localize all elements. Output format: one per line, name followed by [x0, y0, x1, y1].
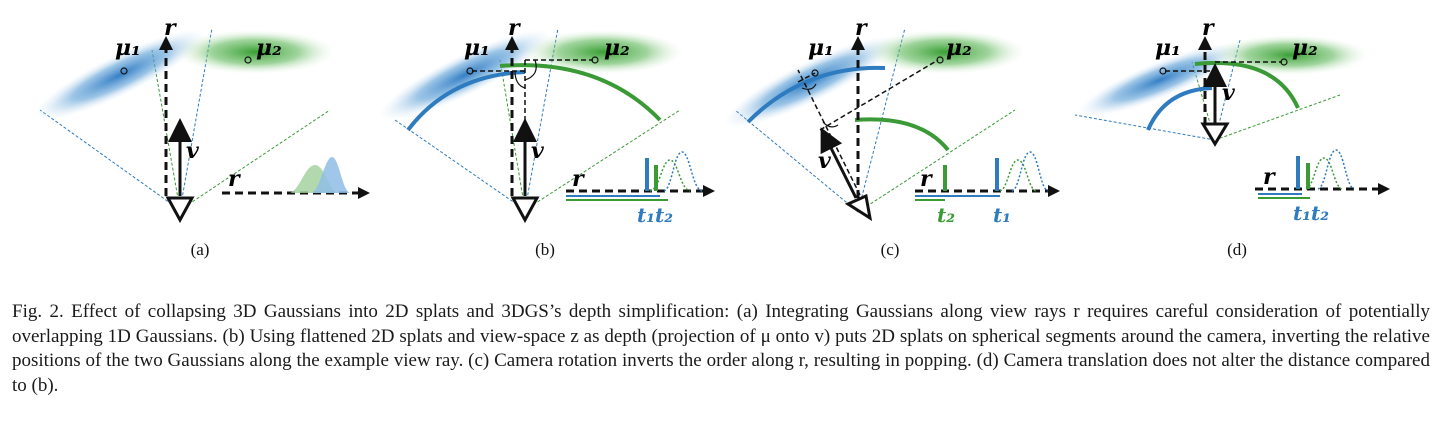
r-label-axis-b: r: [572, 166, 585, 192]
v-label-d: v: [1222, 80, 1235, 106]
figure-caption: Fig. 2. Effect of collapsing 3D Gaussian…: [12, 300, 1430, 398]
v-label-a: v: [186, 138, 199, 164]
mu1-label-c: μ₁: [808, 35, 834, 61]
mu2-label-d: μ₂: [1292, 35, 1318, 61]
panel-b: μ₁ μ₂ r v r t₁t₂: [379, 15, 715, 227]
panel-label-d: (d): [1227, 240, 1247, 259]
r-label-b: r: [508, 15, 521, 41]
mu1-label-a: μ₁: [115, 35, 141, 61]
mu1-label-d: μ₁: [1155, 35, 1181, 61]
r-label-d: r: [1202, 15, 1215, 41]
caption-text: Fig. 2. Effect of collapsing 3D Gaussian…: [12, 301, 1430, 396]
figure-diagram: μ₁ μ₂ r v r μ₁ μ₂ r v: [34, 15, 1390, 227]
panel-c: μ₁ μ₂ r v r t₂ t₁: [724, 15, 1060, 227]
gaussian-1: [34, 29, 206, 121]
t1t2-label-d: t₁t₂: [1293, 201, 1329, 225]
v-label-c: v: [818, 148, 831, 174]
t1-label-c: t₁: [993, 203, 1011, 227]
mu2-label-b: μ₂: [604, 35, 630, 61]
mu2-label-c: μ₂: [946, 35, 972, 61]
panel-d: μ₁ μ₂ r v r t₁t₂: [1074, 15, 1390, 225]
figure: μ₁ μ₂ r v r μ₁ μ₂ r v: [34, 15, 1390, 259]
panel-label-b: (b): [535, 240, 555, 259]
r-label-axis-d: r: [1263, 164, 1276, 190]
r-label-a: r: [164, 15, 177, 41]
mu1-label-b: μ₁: [464, 35, 490, 61]
mu2-label-a: μ₂: [256, 35, 282, 61]
t2-label-c: t₂: [937, 203, 955, 227]
v-label-b: v: [531, 138, 544, 164]
r-label-c: r: [855, 15, 868, 41]
gaussian-2: [175, 30, 335, 74]
panel-a: μ₁ μ₂ r v r: [34, 15, 370, 224]
panel-label-a: (a): [190, 240, 210, 259]
t1t2-label-b: t₁t₂: [637, 203, 673, 227]
panel-label-c: (c): [880, 240, 900, 259]
r-label-axis-a: r: [228, 166, 241, 192]
r-label-axis-c: r: [920, 166, 933, 192]
